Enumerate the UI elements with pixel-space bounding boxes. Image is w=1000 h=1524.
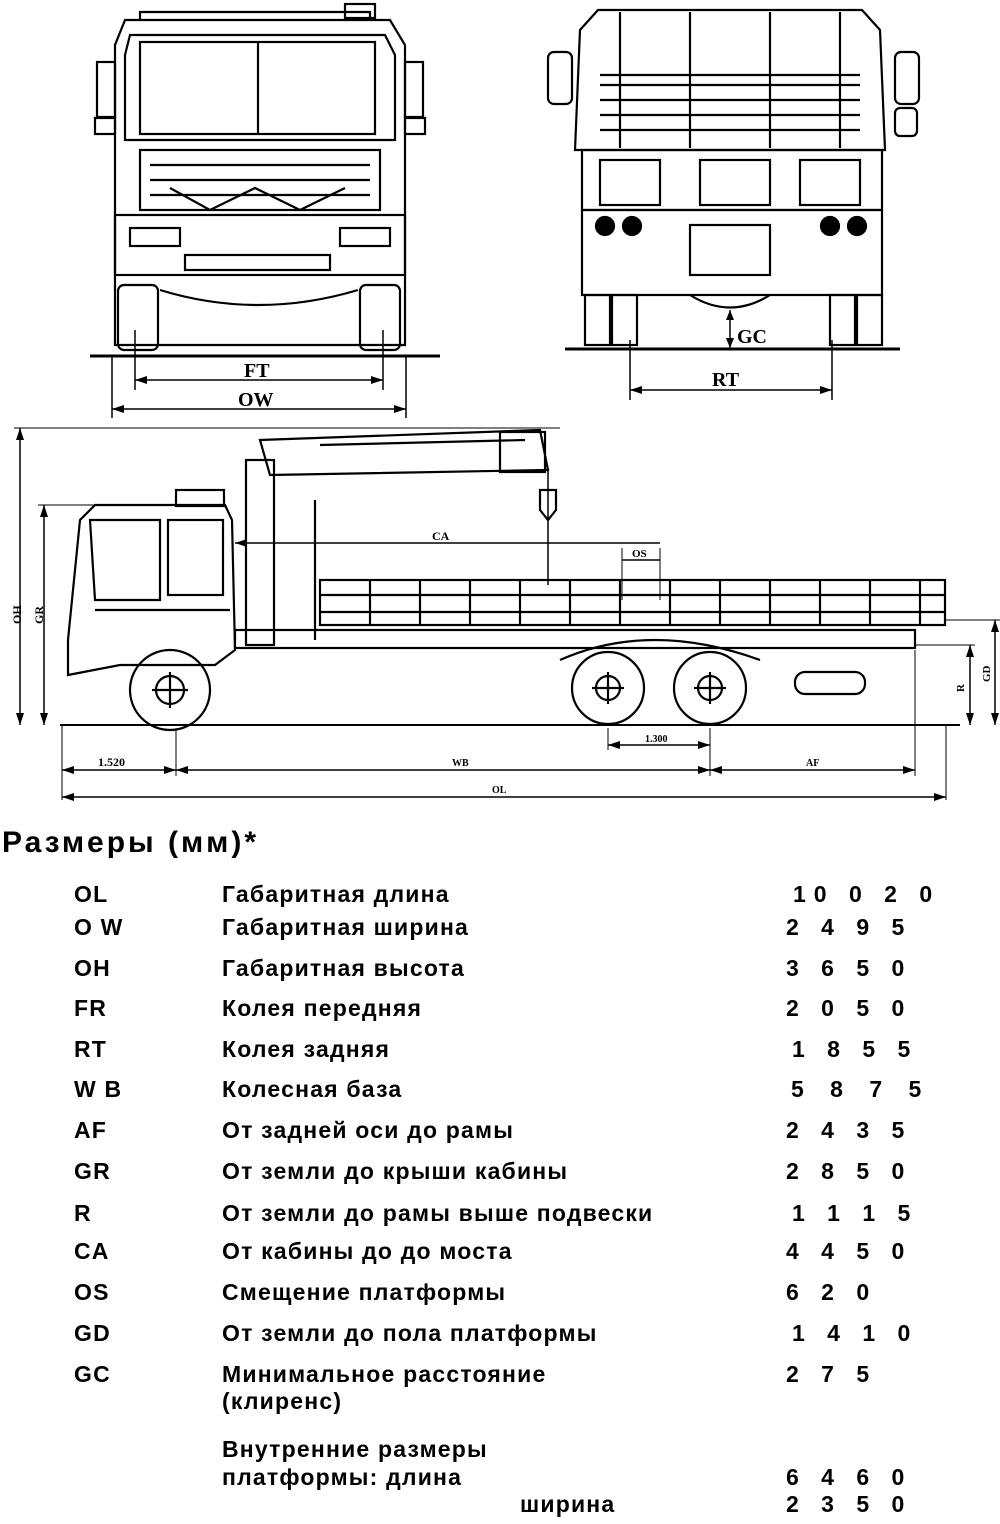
side-os-label: OS bbox=[632, 548, 647, 560]
spec-row-wb: W B Колесная база 5 8 7 5 bbox=[0, 1076, 1000, 1110]
spec-value: 1 4 1 0 bbox=[792, 1320, 919, 1346]
spec-value: 1 8 5 5 bbox=[792, 1036, 919, 1062]
spec-value: 4 4 5 0 bbox=[786, 1238, 913, 1264]
spec-code: AF bbox=[74, 1117, 108, 1143]
front-view: FT OW bbox=[90, 2, 440, 418]
side-r-label: R bbox=[955, 683, 967, 692]
spec-code: OH bbox=[74, 955, 111, 981]
spec-code: GC bbox=[74, 1361, 111, 1387]
spec-value: 2 4 9 5 bbox=[786, 914, 913, 940]
spec-label: От кабины до до моста bbox=[222, 1238, 513, 1264]
spec-value: 5 8 7 5 bbox=[791, 1076, 932, 1102]
spec-value: 1 1 1 5 bbox=[792, 1200, 919, 1226]
side-tandem-label: 1.300 bbox=[645, 734, 668, 745]
spec-label: Габаритная ширина bbox=[222, 914, 470, 940]
spec-row-rt: RT Колея задняя 1 8 5 5 bbox=[0, 1036, 1000, 1070]
spec-row-gc: GC Минимальное расстояние (клиренс) 2 7 … bbox=[0, 1361, 1000, 1421]
truck-dimension-drawing: FT OW bbox=[10, 2, 1000, 801]
spec-code: R bbox=[74, 1200, 92, 1226]
spec-row-fr: FR Колея передняя 2 0 5 0 bbox=[0, 995, 1000, 1029]
spec-label: Смещение платформы bbox=[222, 1279, 507, 1305]
inner-length-value: 6 4 6 0 bbox=[786, 1464, 913, 1490]
spec-label: От задней оси до рамы bbox=[222, 1117, 515, 1143]
side-front-overhang-label: 1.520 bbox=[98, 755, 125, 769]
rear-view: GC RT bbox=[546, 8, 921, 400]
spec-value: 2 7 5 bbox=[786, 1361, 878, 1387]
side-gd-label: GD bbox=[981, 665, 993, 682]
spec-code: OS bbox=[74, 1279, 110, 1305]
rear-gc-label: GC bbox=[737, 326, 767, 348]
side-wb-label: WB bbox=[452, 758, 469, 769]
inner-width-value: 2 3 5 0 bbox=[786, 1491, 913, 1517]
side-oh-label: OH bbox=[10, 605, 24, 624]
spec-value: 2 4 3 5 bbox=[786, 1117, 913, 1143]
side-gr-label: GR bbox=[32, 606, 46, 624]
spec-code: CA bbox=[74, 1238, 110, 1264]
spec-code: FR bbox=[74, 995, 108, 1021]
spec-label: Минимальное расстояние bbox=[222, 1361, 547, 1387]
side-ca-label: CA bbox=[432, 529, 450, 543]
side-ol-label: OL bbox=[492, 785, 507, 796]
spec-row-os: OS Смещение платформы 6 2 0 bbox=[0, 1279, 1000, 1313]
spec-row-af: AF От задней оси до рамы 2 4 3 5 bbox=[0, 1117, 1000, 1151]
spec-label: Колея задняя bbox=[222, 1036, 391, 1062]
spec-value: 2 0 5 0 bbox=[786, 995, 913, 1021]
inner-dimensions: Внутренние размеры платформы: длина 6 4 … bbox=[0, 1436, 1000, 1524]
side-af-label: AF bbox=[806, 758, 819, 769]
spec-value: 2 8 5 0 bbox=[786, 1158, 913, 1184]
inner-width-label: ширина bbox=[520, 1491, 616, 1517]
spec-row-gd: GD От земли до пола платформы 1 4 1 0 bbox=[0, 1320, 1000, 1354]
spec-row-ow: O W Габаритная ширина 2 4 9 5 bbox=[0, 914, 1000, 948]
spec-code: RT bbox=[74, 1036, 108, 1062]
spec-label: От земли до пола платформы bbox=[222, 1320, 598, 1346]
rear-rt-label: RT bbox=[712, 369, 740, 391]
spec-code: W B bbox=[74, 1076, 123, 1102]
side-view: OH GR CA OS R GD 1.520 1.300 WB AF bbox=[10, 427, 1000, 801]
spec-value: 3 6 5 0 bbox=[786, 955, 913, 981]
spec-row-r: R От земли до рамы выше подвески 1 1 1 5 bbox=[0, 1200, 1000, 1234]
spec-code: OL bbox=[74, 881, 109, 907]
section-title: Размеры (мм)* bbox=[2, 826, 260, 859]
spec-label: От земли до крыши кабины bbox=[222, 1158, 569, 1184]
spec-label: От земли до рамы выше подвески bbox=[222, 1200, 654, 1226]
spec-row-gr: GR От земли до крыши кабины 2 8 5 0 bbox=[0, 1158, 1000, 1192]
spec-label: Габаритная длина bbox=[222, 881, 450, 907]
spec-label: Колея передняя bbox=[222, 995, 423, 1021]
inner-label-line2: платформы: длина bbox=[222, 1464, 463, 1490]
spec-row-oh: OH Габаритная высота 3 6 5 0 bbox=[0, 955, 1000, 989]
spec-code: GD bbox=[74, 1320, 111, 1346]
spec-value: 6 2 0 bbox=[786, 1279, 878, 1305]
spec-value: 10 0 2 0 bbox=[793, 881, 941, 907]
spec-row-ca: CA От кабины до до моста 4 4 5 0 bbox=[0, 1238, 1000, 1272]
spec-row-ol: OL Габаритная длина 10 0 2 0 bbox=[0, 881, 1000, 915]
spec-label: Колесная база bbox=[222, 1076, 403, 1102]
front-ft-label: FT bbox=[244, 360, 270, 382]
spec-label-line2: (клиренс) bbox=[222, 1388, 343, 1414]
front-ow-label: OW bbox=[238, 389, 274, 411]
inner-label-line1: Внутренние размеры bbox=[222, 1436, 488, 1462]
spec-code: GR bbox=[74, 1158, 111, 1184]
spec-label: Габаритная высота bbox=[222, 955, 465, 981]
spec-code: O W bbox=[74, 914, 124, 940]
